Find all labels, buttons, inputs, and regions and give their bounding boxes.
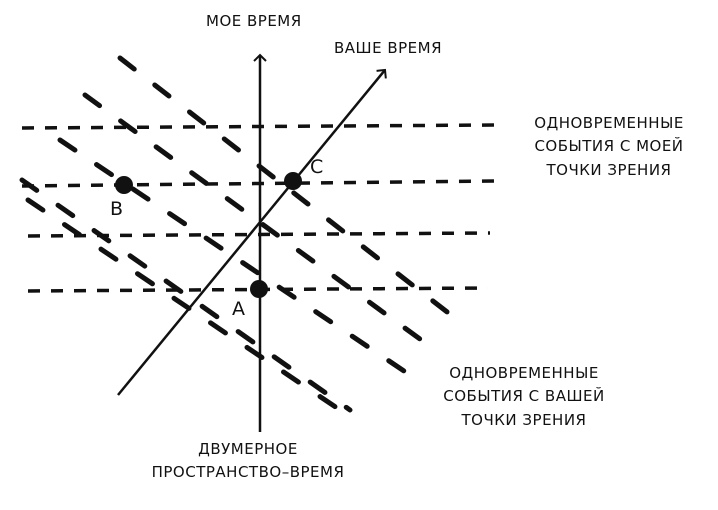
your-simultaneity-lines <box>19 55 463 413</box>
your-simultaneity-line <box>117 55 463 325</box>
event-A-label: A <box>232 298 245 320</box>
your-simultaneity-line <box>25 197 343 413</box>
my-time-label: МОЕ ВРЕМЯ <box>206 12 302 30</box>
your-simultaneous-label: ОДНОВРЕМЕННЫЕ СОБЫТИЯ С ВАШЕЙ ТОЧКИ ЗРЕН… <box>443 364 605 429</box>
event-C-label: C <box>310 156 324 178</box>
event-B-dot <box>115 176 133 194</box>
your-simultaneity-line <box>82 92 438 353</box>
event-C-dot <box>284 172 302 190</box>
your-simultaneity-line <box>57 137 413 378</box>
event-A-dot <box>250 280 268 298</box>
my-simultaneous-label: ОДНОВРЕМЕННЫЕ СОБЫТИЯ С МОЕЙ ТОЧКИ ЗРЕНИ… <box>534 114 684 179</box>
diagram-caption: ДВУМЕРНОЕ ПРОСТРАНСТВО–ВРЕМЯ <box>151 440 345 482</box>
your-simultaneity-line <box>19 177 353 413</box>
your-time-axis <box>117 68 387 396</box>
event-B-label: B <box>110 198 124 220</box>
your-time-label: ВАШЕ ВРЕМЯ <box>334 39 443 57</box>
